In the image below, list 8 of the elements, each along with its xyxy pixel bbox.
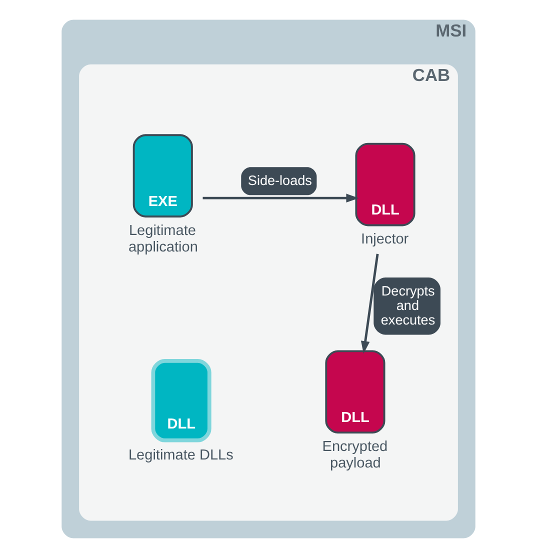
node-label: Legitimate DLLs — [128, 448, 234, 464]
node-label: Legitimate application — [128, 222, 198, 256]
node-label: Encrypted payload — [322, 438, 388, 472]
arrow — [360, 254, 379, 354]
arrow — [202, 194, 359, 203]
node-label: Injector — [361, 232, 409, 248]
edge-label: Side-loads — [248, 173, 312, 188]
edge-label: Decrypts and executes — [380, 284, 436, 328]
